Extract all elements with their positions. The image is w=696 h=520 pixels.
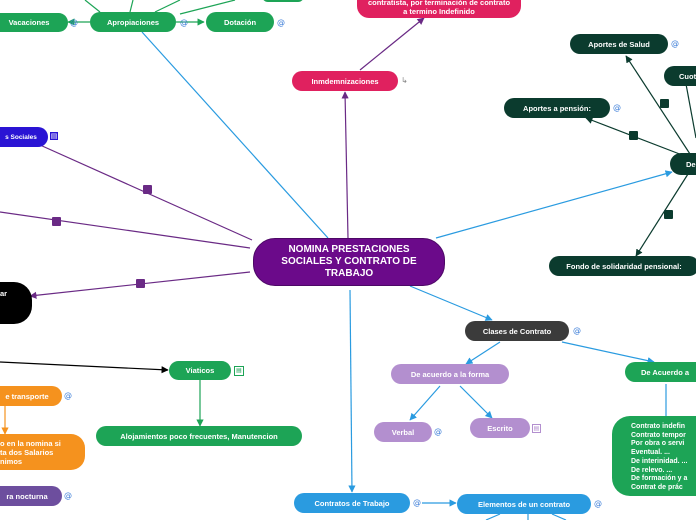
topic-clases-contrato[interactable]: Clases de Contrato [465,321,569,341]
topic-auxilio-transporte[interactable]: e transporte [0,386,62,406]
central-title: NOMINA PRESTACIONES SOCIALES Y CONTRATO … [281,244,417,279]
topic-incluido-nomina[interactable]: o en la nomina si ta dos Salarios nimos [0,434,85,470]
topic-label: s Sociales [5,133,37,141]
topic-label: e transporte [5,391,49,401]
topic-label: Verbal [391,427,415,437]
topic-label: De [686,159,696,169]
topic-contratos-trabajo[interactable]: Contratos de Trabajo [294,493,410,513]
topic-label: De Acuerdo a [641,367,690,377]
topic-dotacion[interactable]: Dotación [206,12,274,32]
topic-verbal[interactable]: Verbal [374,422,432,442]
link-icon[interactable]: @ [180,18,188,27]
list-item: Contrato indefin [631,423,686,430]
link-icon[interactable]: @ [594,499,602,508]
list-item: Contrato tempor [631,431,686,439]
topic-label: o en la nomina si ta dos Salarios nimos [0,438,61,466]
connector-handle[interactable] [143,185,152,194]
topic-label: Viaticos [185,366,215,375]
topic-indemnizacion-detalle[interactable]: contratista, por terminación de contrato… [357,0,521,18]
central-topic[interactable]: NOMINA PRESTACIONES SOCIALES Y CONTRATO … [253,238,445,286]
link-icon[interactable]: @ [277,18,285,27]
topic-label: Alojamientos poco frecuentes, Manutencio… [120,431,278,441]
topic-apropiaciones[interactable]: Apropiaciones [90,12,176,32]
list-item: De relevo. ... [631,466,673,474]
topic-label: Apropiaciones [106,17,160,27]
connector-handle[interactable] [664,210,673,219]
topic-label: ra nocturna [6,491,48,501]
topic-label: contratista, por terminación de contrato… [367,0,511,16]
link-icon[interactable]: @ [70,18,78,27]
topic-cuota[interactable]: Cuot [664,66,696,86]
topic-prestaciones-sociales[interactable]: s Sociales [0,127,48,147]
topic-label: Vacaciones [8,18,50,27]
note-icon[interactable]: ▤ [50,132,58,140]
topic-label: De acuerdo a la forma [410,369,490,379]
topic-de-acuerdo-a[interactable]: De Acuerdo a [625,362,696,382]
link-icon[interactable]: @ [64,491,72,500]
link-icon[interactable]: @ [434,427,442,436]
topic-label: Aportes a pensión: [523,103,591,113]
list-item: Eventual. ... [631,449,670,457]
topic-alojamientos[interactable]: Alojamientos poco frecuentes, Manutencio… [96,426,302,446]
topic-aportes-pension[interactable]: Aportes a pensión: [504,98,610,118]
link-icon[interactable]: @ [671,39,679,48]
note-icon[interactable]: ▤ [532,424,541,433]
topic-escrito[interactable]: Escrito [470,418,530,438]
list-item: De formación y a [631,475,688,483]
topic-extra-nocturna[interactable]: ra nocturna [0,486,62,506]
topic-de-acuerdo-forma[interactable]: De acuerdo a la forma [391,364,509,384]
topic-label: Cuot [679,71,696,81]
connector-handle[interactable] [136,279,145,288]
link-icon[interactable]: @ [613,103,621,112]
connector-handle[interactable] [52,217,61,226]
topic-label: Escrito [487,423,513,433]
topic-viaticos[interactable]: Viaticos [169,361,231,380]
topic-elementos-contrato[interactable]: Elementos de un contrato [457,494,591,514]
attachment-icon[interactable]: ↳ [401,76,408,85]
connector-handle[interactable] [660,99,669,108]
topic-familiar[interactable]: ar [0,282,32,324]
topic-label: Inmdemnizaciones [311,76,379,86]
connector-handle[interactable] [629,131,638,140]
list-item: De interinidad. ... [631,457,688,465]
note-icon[interactable]: ▤ [234,366,244,376]
link-icon[interactable]: @ [573,326,581,335]
topic-vacaciones[interactable]: Vacaciones [0,13,68,32]
topic-label: Dotación [223,17,257,27]
topic-tipos-contrato[interactable]: Contrato indefin Contrato tempor Por obr… [612,416,696,496]
topic-de[interactable]: De [670,153,696,175]
topic-label: Clases de Contrato [482,326,552,336]
link-icon[interactable]: @ [413,498,421,507]
list-item: Contrat de prác [631,483,683,491]
topic-label: Contratos de Trabajo [314,498,390,508]
topic-label: Fondo de solidaridad pensional: [566,261,682,271]
list-item: Por obra o servi [631,440,685,448]
topic-label: Elementos de un contrato [477,499,571,509]
topic-label: Aportes de Salud [588,39,650,49]
topic-label: ar [0,288,8,298]
link-icon[interactable]: @ [64,391,72,400]
topic-aportes-salud[interactable]: Aportes de Salud [570,34,668,54]
topic-partial[interactable] [262,0,304,2]
topic-fondo-solidaridad[interactable]: Fondo de solidaridad pensional: [549,256,696,276]
topic-indemnizaciones[interactable]: Inmdemnizaciones [292,71,398,91]
